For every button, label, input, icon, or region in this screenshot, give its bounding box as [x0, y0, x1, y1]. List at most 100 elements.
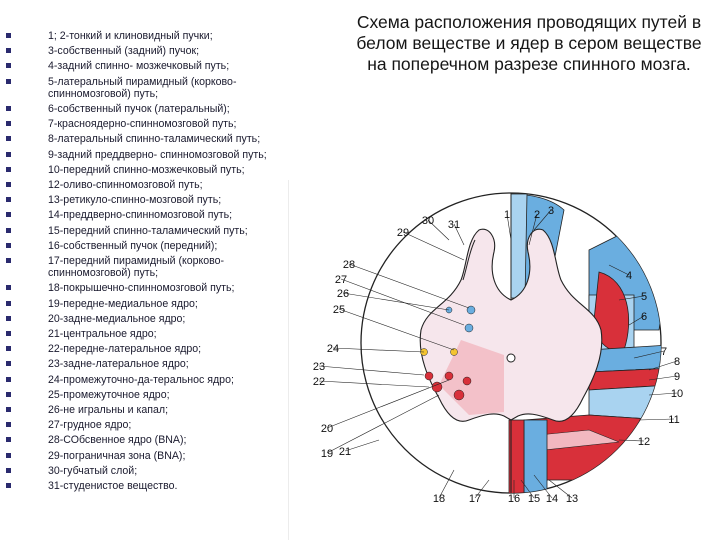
legend-item: 1; 2-тонкий и клиновидный пучки;: [6, 30, 306, 42]
legend-text: 8-латеральный спинно-таламический путь;: [48, 133, 260, 145]
bullet-icon: [6, 377, 11, 382]
legend-item: 28-СОбсвенное ядро (BNA);: [6, 434, 306, 446]
legend-text: 31-студенистое вещество.: [48, 480, 178, 492]
bullet-icon: [6, 63, 11, 68]
spinal-cord-diagram-panel: 1234567891011121314151617181920212223242…: [288, 180, 720, 540]
diagram-label-2: 2: [534, 209, 540, 221]
nucleus-27-thoracic: [465, 324, 473, 332]
diagram-label-4: 4: [626, 270, 632, 282]
diagram-label-10: 10: [671, 388, 683, 400]
legend-item: 4-задний спинно- мозжечковый путь;: [6, 60, 306, 72]
legend-item: 9-задний преддверно- спинномозговой путь…: [6, 149, 306, 161]
legend-text: 5-латеральный пирамидный (корково-спинно…: [48, 76, 236, 100]
legend-text: 24-промежуточно-да-теральнос ядро;: [48, 374, 234, 386]
diagram-label-1: 1: [504, 209, 510, 221]
diagram-label-27: 27: [335, 274, 347, 286]
diagram-label-24: 24: [327, 343, 339, 355]
nucleus-23-posterolateral: [425, 372, 433, 380]
legend-text: 20-задне-медиальное ядро;: [48, 313, 185, 325]
tract-15-anterior-spinothalamic: [524, 420, 547, 495]
bullet-icon: [6, 197, 11, 202]
diagram-label-12: 12: [638, 436, 650, 448]
diagram-label-17: 17: [469, 493, 481, 505]
legend-text: 7-красноядерно-спинномозговой путь;: [48, 118, 236, 130]
diagram-label-14: 14: [546, 493, 558, 505]
legend-item: 19-передне-медиальное ядро;: [6, 298, 306, 310]
nucleus-28-proper: [467, 306, 475, 314]
legend-text: 28-СОбсвенное ядро (BNA);: [48, 434, 186, 446]
legend-item: 6-собственный пучок (латеральный);: [6, 103, 306, 115]
legend-list: 1; 2-тонкий и клиновидный пучки; 3-собств…: [6, 30, 306, 495]
diagram-label-31: 31: [448, 219, 460, 231]
legend-text: 3-собственный (задний) пучок;: [48, 45, 199, 57]
legend-text: 25-промежуточное ядро;: [48, 389, 170, 401]
bullet-icon: [6, 212, 11, 217]
legend-text: 9-задний преддверно- спинномозговой путь…: [48, 149, 267, 161]
central-canal: [507, 354, 515, 362]
bullet-icon: [6, 301, 11, 306]
legend-item: 8-латеральный спинно-таламический путь;: [6, 133, 306, 145]
diagram-label-15: 15: [528, 493, 540, 505]
slide-title: Схема расположения проводящих путей в бе…: [355, 12, 703, 75]
nucleus-21-central: [445, 372, 453, 380]
diagram-label-6: 6: [641, 311, 647, 323]
legend-item: 21-центральное ядро;: [6, 328, 306, 340]
legend-item: 15-передний спинно-таламический путь;: [6, 225, 306, 237]
legend-item: 25-промежуточное ядро;: [6, 389, 306, 401]
legend-item: 31-студенистое вещество.: [6, 480, 306, 492]
bullet-icon: [6, 407, 11, 412]
legend-text: 18-покрышечно-спинномозговой путь;: [48, 282, 235, 294]
tract-9-10-spinocerebellar-vestibular: [589, 385, 671, 420]
legend-item: 14-преддверно-спинномозговой путь;: [6, 209, 306, 221]
diagram-label-26: 26: [337, 288, 349, 300]
legend-text: 21-центральное ядро;: [48, 328, 157, 340]
legend-text: 13-ретикуло-спинно-мозговой путь;: [48, 194, 221, 206]
diagram-label-9: 9: [674, 371, 680, 383]
diagram-label-3: 3: [548, 205, 554, 217]
legend-text: 30-губчатый слой;: [48, 465, 137, 477]
diagram-label-11: 11: [668, 414, 679, 426]
legend-item: 26-не игральны и капал;: [6, 404, 306, 416]
bullet-icon: [6, 106, 11, 111]
legend-item: 18-покрышечно-спинномозговой путь;: [6, 282, 306, 294]
nucleus-20-posteromedial: [463, 377, 471, 385]
legend-item: 16-собственный пучок (передний);: [6, 240, 306, 252]
legend-text: 22-передне-латеральное ядро;: [48, 343, 201, 355]
legend-text: 15-передний спинно-таламический путь;: [48, 225, 248, 237]
diagram-label-16: 16: [508, 493, 520, 505]
legend-item: 10-передний спинно-мозжечковый путь;: [6, 164, 306, 176]
legend-item: 29-пограничная зона (BNA);: [6, 450, 306, 462]
diagram-label-18: 18: [433, 493, 445, 505]
bullet-icon: [6, 331, 11, 336]
bullet-icon: [6, 346, 11, 351]
legend-item: 24-промежуточно-да-теральнос ядро;: [6, 374, 306, 386]
bullet-icon: [6, 182, 11, 187]
bullet-icon: [6, 258, 11, 263]
legend-item: 7-красноядерно-спинномозговой путь;: [6, 118, 306, 130]
bullet-icon: [6, 33, 11, 38]
diagram-label-30: 30: [422, 215, 434, 227]
legend-text: 17-передний пирамидный (корково-спинномо…: [48, 255, 224, 279]
legend-item: 23-задне-латеральное ядро;: [6, 358, 306, 370]
diagram-label-29: 29: [397, 227, 409, 239]
bullet-icon: [6, 228, 11, 233]
bullet-icon: [6, 136, 11, 141]
legend-text: 1; 2-тонкий и клиновидный пучки;: [48, 30, 213, 42]
bullet-icon: [6, 79, 11, 84]
bullet-icon: [6, 422, 11, 427]
legend-text: 26-не игральны и капал;: [48, 404, 168, 416]
nucleus-25-intermediate: [451, 349, 458, 356]
bullet-icon: [6, 121, 11, 126]
bullet-icon: [6, 316, 11, 321]
legend-text: 23-задне-латеральное ядро;: [48, 358, 189, 370]
legend-text: 29-пограничная зона (BNA);: [48, 450, 185, 462]
bullet-icon: [6, 243, 11, 248]
legend-text: 12-оливо-спинномозговой путь;: [48, 179, 203, 191]
diagram-label-22: 22: [313, 376, 325, 388]
nucleus-19-anteromedial: [454, 390, 464, 400]
bullet-icon: [6, 152, 11, 157]
legend-item: 12-оливо-спинномозговой путь;: [6, 179, 306, 191]
bullet-icon: [6, 285, 11, 290]
diagram-label-21: 21: [339, 446, 351, 458]
diagram-label-28: 28: [343, 259, 355, 271]
